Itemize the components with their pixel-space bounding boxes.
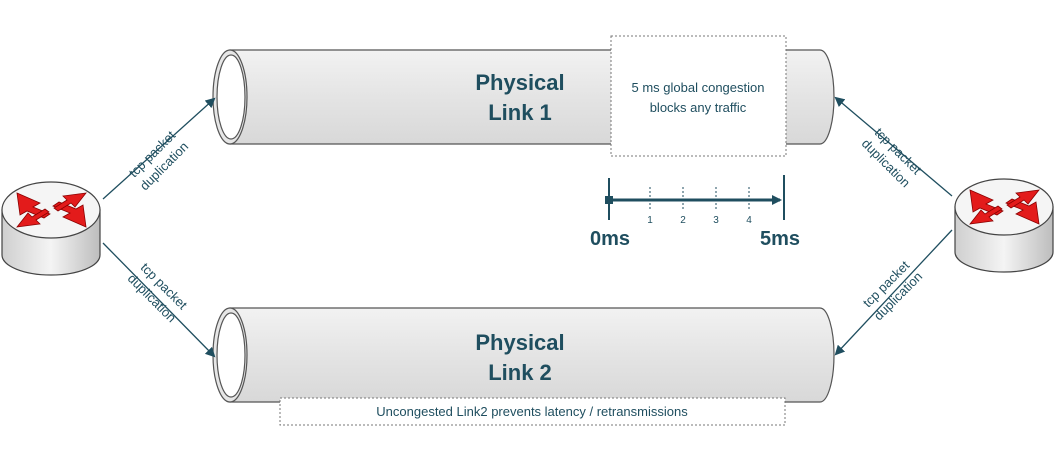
link-2-label-line1: Physical xyxy=(475,330,564,355)
dup-label-top-left: tcp packet duplication xyxy=(126,127,192,193)
congestion-text-line2: blocks any traffic xyxy=(650,100,747,115)
timeline-tick-label-1: 1 xyxy=(647,215,653,226)
timeline: 1 2 3 4 0ms 5ms xyxy=(590,175,800,250)
link-2-label-line2: Link 2 xyxy=(488,360,552,385)
timeline-start-label: 0ms xyxy=(590,228,630,250)
physical-link-2-pipe xyxy=(212,307,835,403)
timeline-end-label: 5ms xyxy=(760,228,800,250)
dup-label-bottom-right: tcp packet duplication xyxy=(860,257,926,323)
arrow-left-to-link1 xyxy=(102,97,216,200)
timeline-tick-label-4: 4 xyxy=(746,215,752,226)
link2-note-text: Uncongested Link2 prevents latency / ret… xyxy=(376,404,688,419)
timeline-tick-label-3: 3 xyxy=(713,215,719,226)
link2-note-box xyxy=(279,397,786,426)
link-1-label-line2: Link 1 xyxy=(488,100,552,125)
router-left-icon xyxy=(1,181,101,276)
dup-label-bottom-left: tcp packet duplication xyxy=(125,260,191,326)
congestion-box xyxy=(610,35,787,157)
arrow-right-to-link1 xyxy=(834,96,953,197)
timeline-start-marker xyxy=(605,196,613,204)
timeline-tick-label-2: 2 xyxy=(680,215,686,226)
arrow-right-to-link2 xyxy=(834,229,953,356)
router-right-icon xyxy=(954,178,1054,273)
dup-label-top-right: tcp packet duplication xyxy=(859,125,925,191)
congestion-text-line1: 5 ms global congestion xyxy=(632,80,765,95)
link-1-label-line1: Physical xyxy=(475,70,564,95)
arrow-left-to-link2 xyxy=(102,242,216,358)
